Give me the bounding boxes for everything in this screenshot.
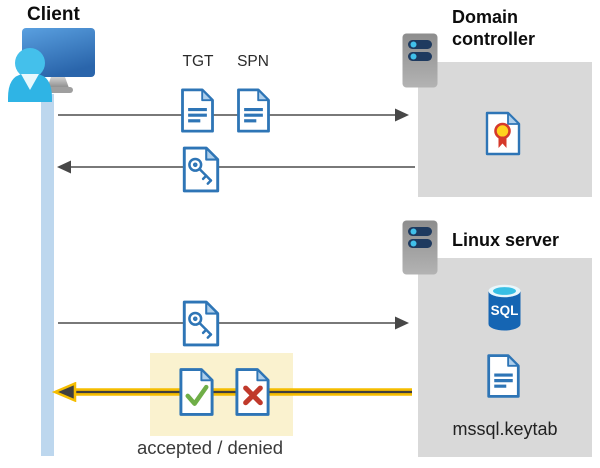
linux-server-label: Linux server	[452, 230, 560, 250]
domain-controller-label: Domain controller	[452, 7, 536, 49]
certificate-document-icon	[484, 111, 522, 156]
server-icon	[402, 220, 438, 275]
key-document-icon	[180, 300, 222, 347]
accepted-denied-caption: accepted / denied	[136, 437, 284, 458]
arrow-ticket-request	[57, 105, 409, 125]
server-icon	[402, 33, 438, 88]
tgt-label: TGT	[182, 53, 214, 70]
sql-database-icon: SQL	[486, 283, 523, 332]
client-computer-user-icon	[8, 26, 100, 106]
arrow-ticket-granting-reply	[57, 157, 415, 177]
accepted-document-icon	[177, 367, 216, 417]
spn-document-icon	[234, 88, 273, 133]
keytab-document-icon	[485, 352, 522, 400]
tgt-document-icon	[178, 88, 217, 133]
arrow-auth-result	[52, 382, 412, 402]
client-lifeline-bar	[41, 94, 54, 456]
key-document-icon	[180, 146, 222, 193]
denied-document-icon	[233, 367, 272, 417]
sql-text: SQL	[491, 303, 519, 318]
keytab-filename-label: mssql.keytab	[452, 419, 558, 439]
spn-label: SPN	[237, 53, 269, 70]
arrow-service-ticket	[57, 313, 409, 333]
client-label: Client	[27, 4, 80, 25]
